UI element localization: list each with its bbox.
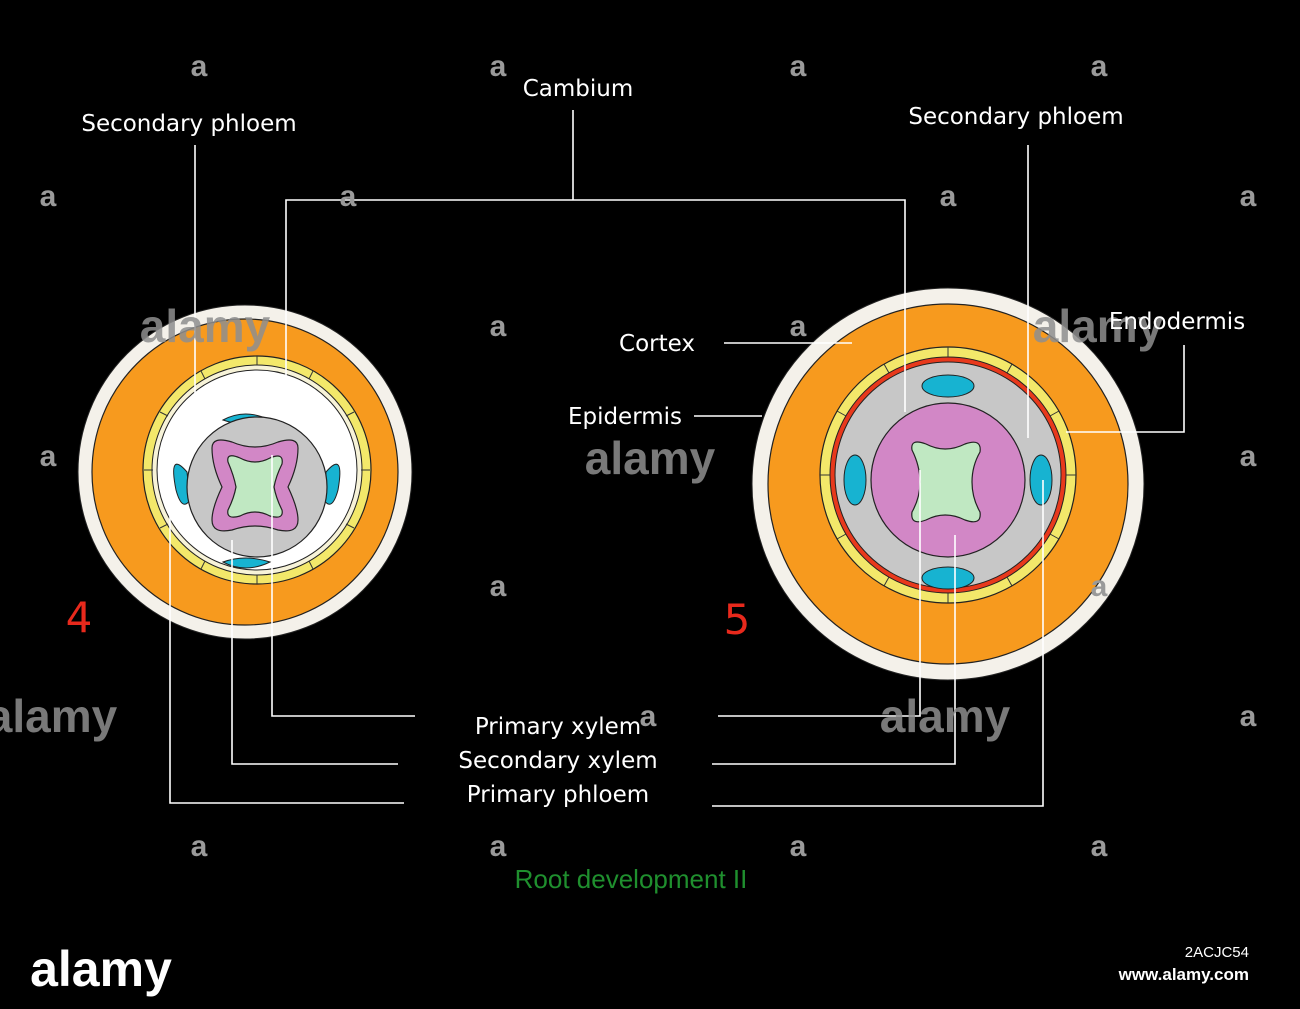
label-cortex: Cortex: [619, 331, 695, 357]
svg-text:a: a: [790, 310, 807, 343]
endodermis-leader: [1066, 345, 1185, 433]
svg-text:alamy: alamy: [1033, 300, 1164, 352]
watermark-words: alamy alamy alamy alamy alamy: [0, 300, 1164, 742]
primary-phloem-right-leader: [712, 480, 1044, 807]
image-id: 2ACJC54: [1185, 944, 1249, 961]
cambium-leader-bracket: [285, 199, 906, 420]
watermark-marks: a a a a a a a a a a a a a a a a a a a a: [40, 50, 1257, 863]
primary-xylem-right: [911, 441, 981, 523]
svg-text:a: a: [490, 310, 507, 343]
stage-number-4: 4: [66, 593, 93, 642]
root-section-stage-5: [751, 287, 1145, 681]
secondary-xylem-left-leader: [231, 540, 398, 765]
svg-text:alamy: alamy: [880, 690, 1011, 742]
root-section-stage-4: [77, 304, 413, 640]
svg-text:a: a: [790, 50, 807, 83]
site-url: www.alamy.com: [1118, 965, 1249, 984]
label-secondary-xylem: Secondary xylem: [458, 748, 657, 774]
svg-text:alamy: alamy: [0, 690, 118, 742]
leader-lines: [169, 110, 1185, 807]
svg-text:a: a: [1240, 180, 1257, 213]
svg-text:a: a: [40, 440, 57, 473]
endodermis-cell-walls-right: [820, 347, 1076, 603]
label-cambium: Cambium: [523, 76, 634, 102]
svg-text:alamy: alamy: [585, 432, 716, 484]
label-primary-phloem: Primary phloem: [467, 782, 649, 808]
label-primary-xylem: Primary xylem: [475, 714, 641, 740]
label-secondary-phloem-left: Secondary phloem: [81, 111, 296, 137]
svg-text:a: a: [40, 180, 57, 213]
svg-text:a: a: [640, 700, 657, 733]
svg-text:a: a: [191, 50, 208, 83]
svg-text:a: a: [940, 180, 957, 213]
svg-text:a: a: [1240, 700, 1257, 733]
label-secondary-phloem-right: Secondary phloem: [908, 104, 1123, 130]
svg-text:a: a: [490, 830, 507, 863]
primary-phloem-right: [843, 374, 1053, 590]
stage-number-5: 5: [724, 595, 751, 644]
labels: Cambium Secondary phloem Secondary phloe…: [66, 76, 1246, 894]
svg-text:a: a: [1091, 570, 1108, 603]
svg-text:a: a: [490, 570, 507, 603]
svg-text:a: a: [790, 830, 807, 863]
primary-xylem-right-leader: [718, 470, 921, 717]
secondary-xylem-right-leader: [712, 535, 956, 765]
primary-xylem-left-leader: [271, 455, 415, 717]
svg-text:a: a: [1091, 50, 1108, 83]
diagram-title: Root development II: [515, 864, 748, 894]
svg-text:alamy: alamy: [140, 300, 271, 352]
label-endodermis: Endodermis: [1109, 309, 1245, 335]
svg-text:a: a: [490, 50, 507, 83]
footer: alamy 2ACJC54 www.alamy.com: [30, 941, 1249, 997]
brand-logo: alamy: [30, 941, 172, 997]
primary-phloem-left-leader: [169, 470, 404, 804]
label-epidermis: Epidermis: [568, 404, 682, 430]
svg-text:a: a: [340, 180, 357, 213]
primary-xylem-left: [227, 455, 283, 518]
svg-text:a: a: [1240, 440, 1257, 473]
endodermis-cell-walls-left: [144, 356, 370, 584]
svg-text:a: a: [191, 830, 208, 863]
svg-text:a: a: [1091, 830, 1108, 863]
